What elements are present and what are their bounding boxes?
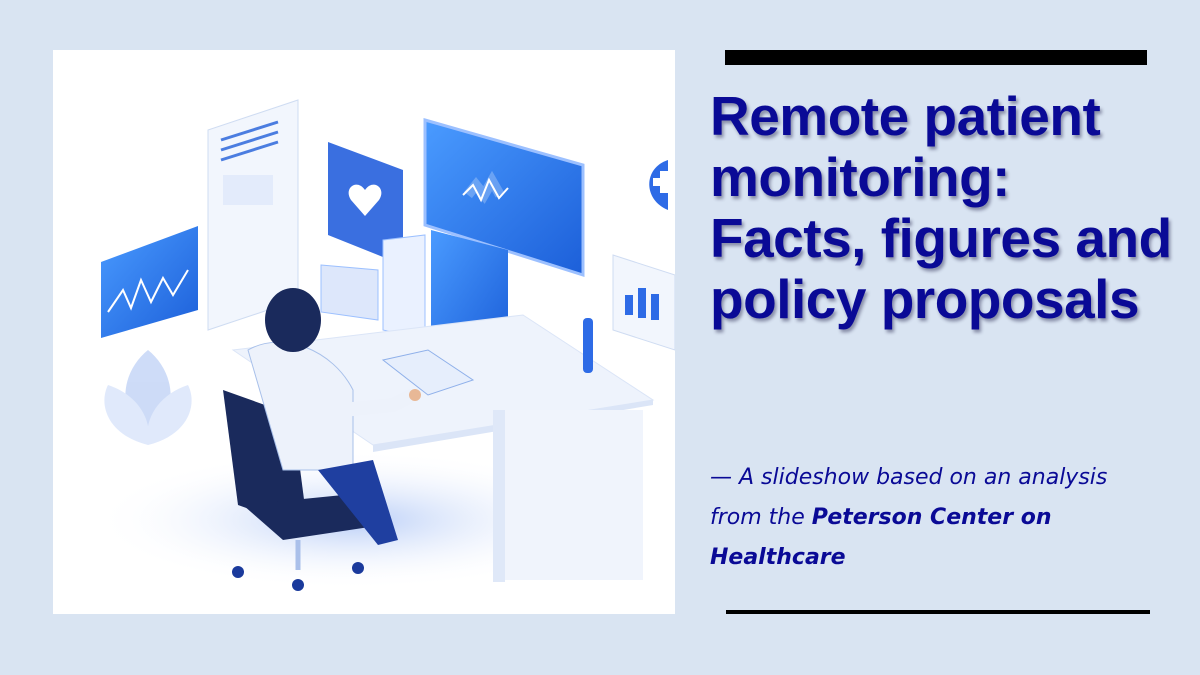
top-divider-rule <box>725 50 1147 65</box>
doctor-figure-icon <box>247 288 421 545</box>
doctor-monitoring-illustration <box>53 50 675 614</box>
subtitle-organization: Peterson Center on Healthcare <box>710 505 1052 570</box>
heart-card-icon <box>328 142 403 265</box>
keyboard-icon <box>381 349 475 396</box>
ecg-panel-icon <box>101 226 198 338</box>
medical-cross-icon <box>649 160 675 210</box>
bottom-divider-rule <box>726 610 1150 614</box>
slide-title: Remote patient monitoring: Facts, figure… <box>710 85 1172 330</box>
subtitle-prefix: — A slideshow based on an analysis from … <box>710 465 1108 530</box>
bar-chart-panel-icon <box>612 254 675 351</box>
lotus-icon <box>104 350 192 445</box>
main-monitor-icon <box>423 118 585 278</box>
slide-subtitle: — A slideshow based on an analysis from … <box>710 458 1150 578</box>
document-panel-icon <box>207 99 299 331</box>
